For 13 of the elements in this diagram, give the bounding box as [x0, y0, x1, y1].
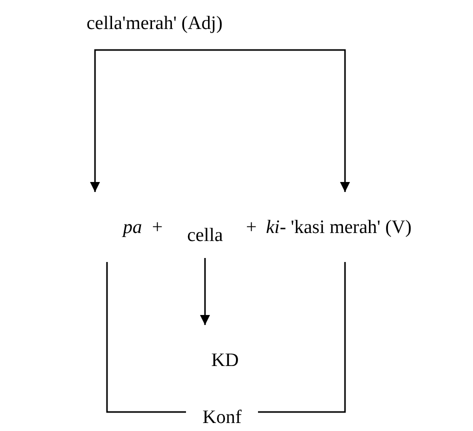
arrow	[90, 49, 154, 192]
bracket-line	[258, 262, 346, 413]
morpheme-text: ki- 'kasi merah' (V)	[266, 218, 412, 236]
morpheme-text: KD	[211, 350, 239, 370]
morpheme-text: pa	[123, 218, 142, 236]
plus-sign: +	[246, 218, 257, 237]
morpheme-text: cella'merah' (Adj)	[86, 14, 223, 33]
plus-sign: +	[152, 218, 163, 237]
arrow	[200, 258, 210, 325]
morpheme-text: cella	[187, 226, 223, 244]
arrow	[154, 49, 350, 192]
morpheme-text: Konf	[202, 408, 242, 426]
bracket-line	[106, 262, 186, 413]
